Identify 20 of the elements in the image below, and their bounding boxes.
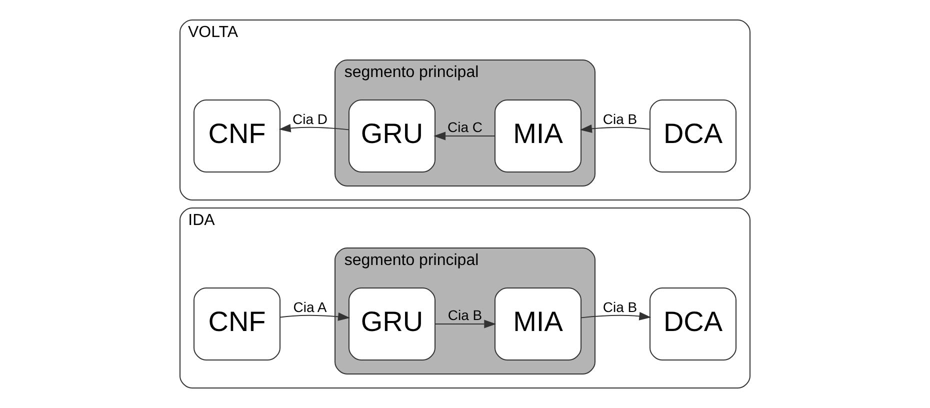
node-box: GRU	[348, 100, 436, 172]
node-box: MIA	[494, 100, 582, 172]
arrow	[434, 320, 496, 328]
edge-label: Cia B	[602, 299, 638, 316]
arrow	[280, 312, 350, 321]
arrow	[278, 124, 350, 132]
node-box: CNF	[194, 100, 280, 172]
node-box: CNF	[194, 288, 280, 360]
node-box: GRU	[348, 288, 436, 360]
node-box: DCA	[650, 100, 736, 172]
arrow	[434, 132, 496, 140]
edge-label: Cia A	[293, 299, 327, 316]
edge-label: Cia D	[292, 111, 328, 128]
edge-label: Cia B	[602, 111, 638, 128]
node-box: MIA	[494, 288, 582, 360]
edge-label: Cia B	[448, 307, 482, 324]
edge-label: Cia C	[447, 119, 483, 136]
arrow	[580, 312, 652, 320]
node-box: DCA	[650, 288, 736, 360]
arrow	[580, 124, 650, 133]
